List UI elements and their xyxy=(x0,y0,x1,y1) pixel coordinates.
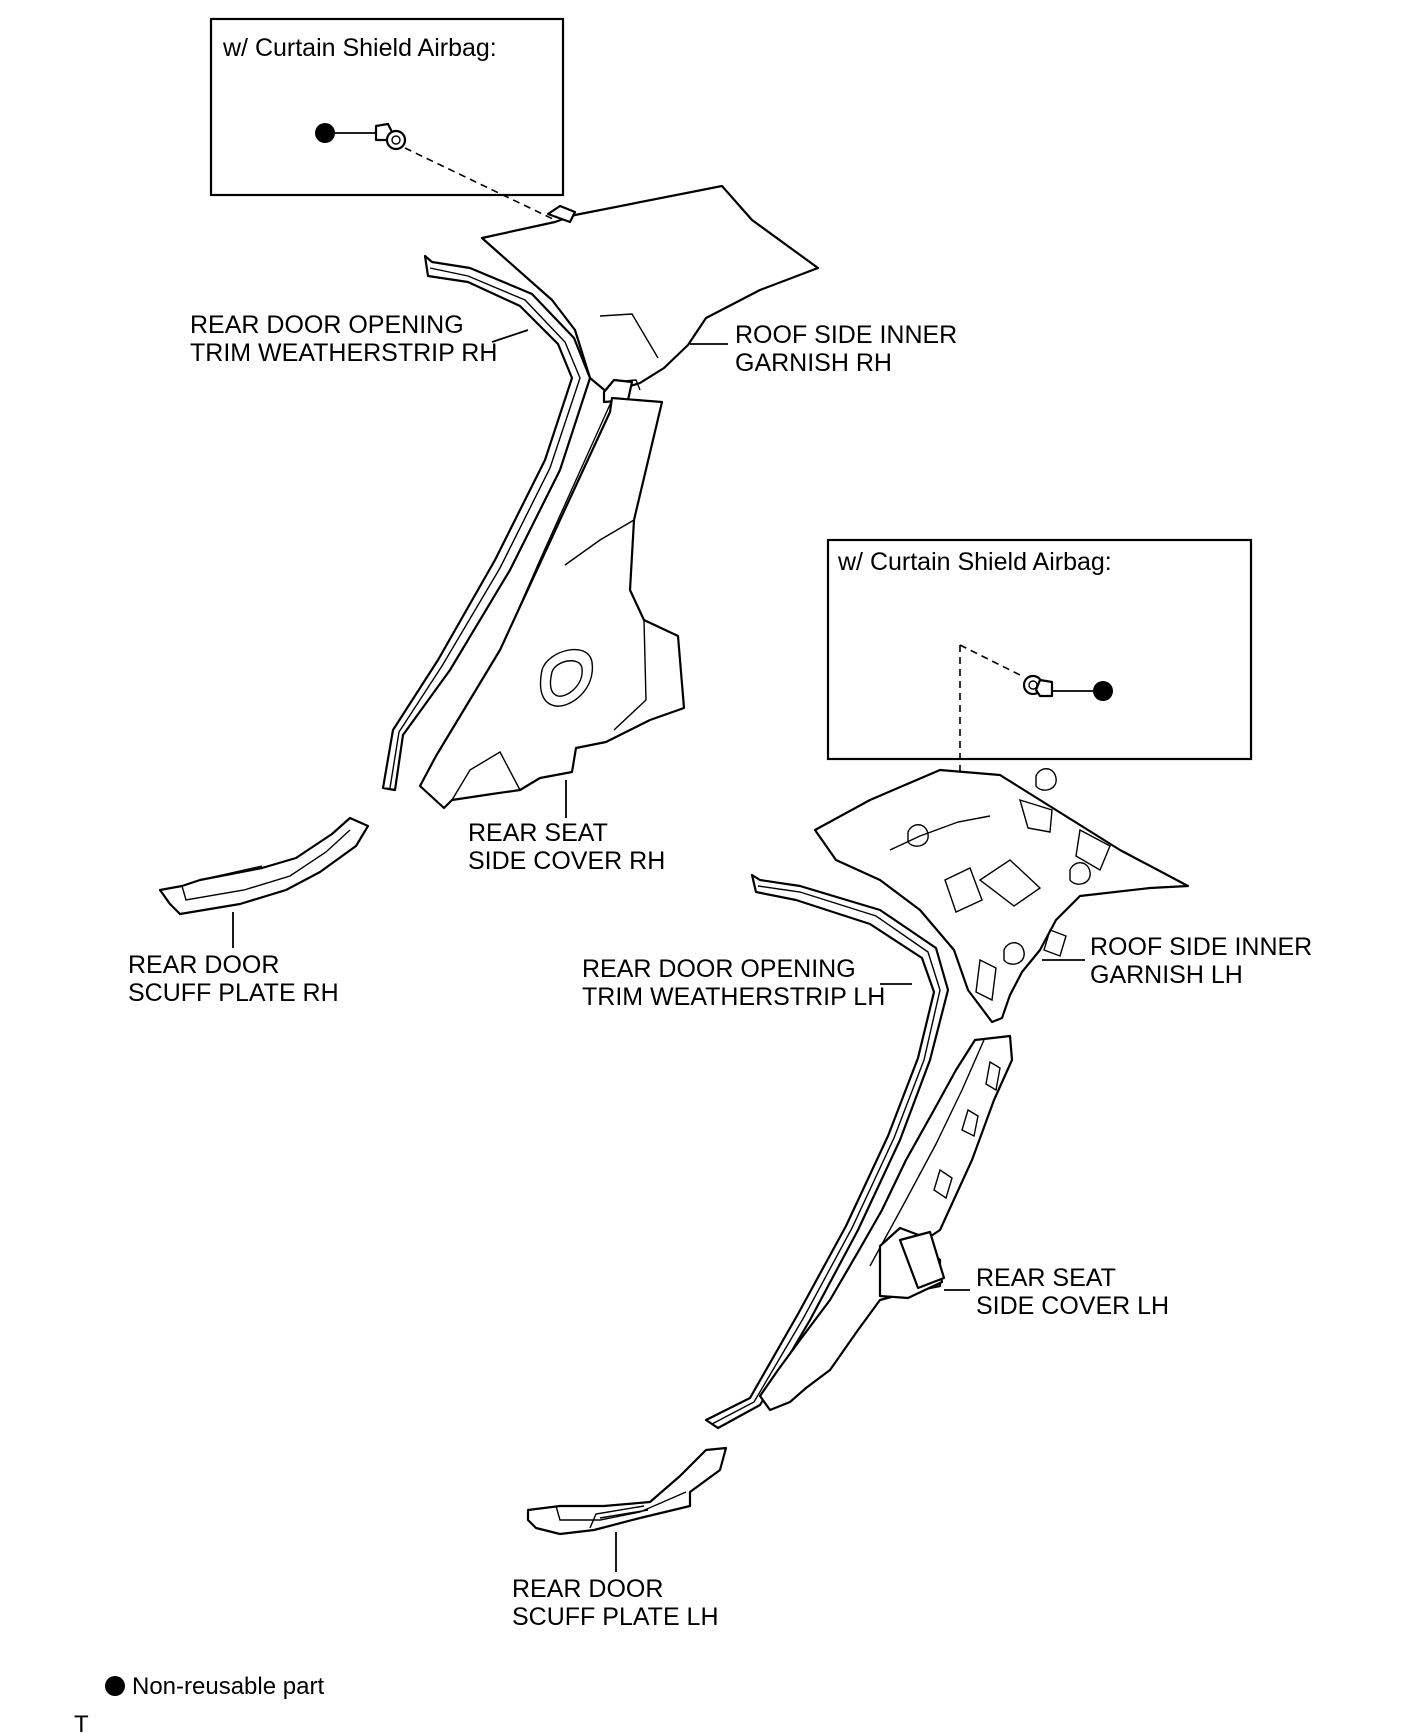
callout-garnish-rh: ROOF SIDE INNER GARNISH RH xyxy=(690,321,957,377)
rear-seat-side-cover-rh xyxy=(418,396,686,810)
weatherstrip-lh xyxy=(704,873,950,1430)
label-weatherstrip-rh-line2: TRIM WEATHERSTRIP RH xyxy=(190,339,497,367)
legend-text: Non-reusable part xyxy=(132,1673,324,1700)
label-scuff-lh-line1: REAR DOOR xyxy=(512,1575,663,1603)
label-scuff-rh-line1: REAR DOOR xyxy=(128,951,279,979)
callout-seat-cover-lh: REAR SEAT SIDE COVER LH xyxy=(944,1264,1169,1320)
corner-mark: T xyxy=(74,1711,89,1734)
lh-non-reusable-dot xyxy=(1093,681,1113,701)
callout-weatherstrip-lh: REAR DOOR OPENING TRIM WEATHERSTRIP LH xyxy=(582,955,912,1011)
roof-side-inner-garnish-lh xyxy=(813,768,1190,1024)
label-scuff-lh-line2: SCUFF PLATE LH xyxy=(512,1603,719,1631)
label-garnish-rh-line1: ROOF SIDE INNER xyxy=(735,321,957,349)
lh-clip-icon xyxy=(1022,674,1054,698)
lh-airbag-detail-box: w/ Curtain Shield Airbag: xyxy=(826,538,1253,870)
rh-airbag-detail-box: w/ Curtain Shield Airbag: xyxy=(209,17,565,221)
label-seat-cover-lh-line1: REAR SEAT xyxy=(976,1264,1116,1292)
rh-non-reusable-dot xyxy=(315,123,335,143)
rear-seat-side-cover-lh xyxy=(758,1034,1014,1412)
legend-dot-icon xyxy=(105,1676,125,1696)
label-seat-cover-rh-line1: REAR SEAT xyxy=(468,819,608,847)
callout-seat-cover-rh: REAR SEAT SIDE COVER RH xyxy=(468,780,665,875)
callout-scuff-lh: REAR DOOR SCUFF PLATE LH xyxy=(512,1532,719,1631)
weatherstrip-rh xyxy=(381,254,592,792)
lh-airbag-box-title: w/ Curtain Shield Airbag: xyxy=(837,548,1112,576)
label-weatherstrip-lh-line2: TRIM WEATHERSTRIP LH xyxy=(582,983,885,1011)
label-weatherstrip-lh-line1: REAR DOOR OPENING xyxy=(582,955,856,983)
label-seat-cover-lh-line2: SIDE COVER LH xyxy=(976,1292,1169,1320)
rear-door-scuff-plate-rh xyxy=(158,816,370,916)
rear-door-scuff-plate-lh xyxy=(526,1446,728,1536)
callout-weatherstrip-rh: REAR DOOR OPENING TRIM WEATHERSTRIP RH xyxy=(190,311,529,367)
rh-clip-icon xyxy=(374,122,407,151)
label-garnish-rh-line2: GARNISH RH xyxy=(735,349,892,377)
legend: Non-reusable part xyxy=(105,1673,324,1700)
callout-garnish-lh: ROOF SIDE INNER GARNISH LH xyxy=(1042,933,1312,989)
label-garnish-lh-line1: ROOF SIDE INNER xyxy=(1090,933,1312,961)
label-scuff-rh-line2: SCUFF PLATE RH xyxy=(128,979,339,1007)
roof-side-inner-garnish-rh xyxy=(480,184,820,404)
label-garnish-lh-line2: GARNISH LH xyxy=(1090,961,1243,989)
label-seat-cover-rh-line2: SIDE COVER RH xyxy=(468,847,665,875)
rh-airbag-box-title: w/ Curtain Shield Airbag: xyxy=(222,34,497,62)
callout-scuff-rh: REAR DOOR SCUFF PLATE RH xyxy=(128,912,339,1007)
label-weatherstrip-rh-line1: REAR DOOR OPENING xyxy=(190,311,464,339)
